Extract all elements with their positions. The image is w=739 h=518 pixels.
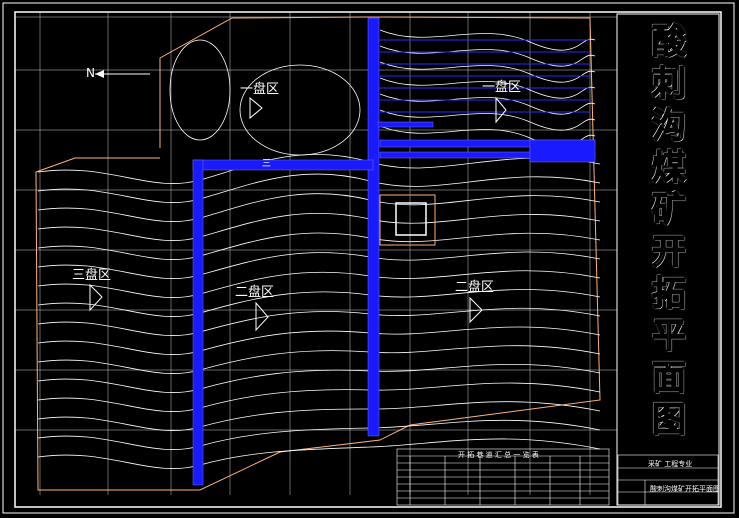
zone-label-top-right: 一盘区 — [482, 80, 522, 95]
contour-line — [379, 77, 596, 99]
title-char: 矿 — [651, 189, 687, 231]
north-label: N — [86, 66, 95, 80]
title-char: 沟 — [651, 105, 687, 147]
contour-line — [379, 93, 596, 115]
contour-line — [37, 345, 601, 374]
zone-arrow-4 — [255, 301, 269, 332]
contour-line — [379, 29, 596, 51]
zone-arrow-1 — [249, 96, 263, 120]
contour-line — [37, 289, 601, 317]
legend-title: 开 拓 巷 道 汇 总 一 览 表 — [458, 451, 539, 459]
west-roadway-horizontal — [192, 159, 374, 171]
zone-label-mid-left: 三盘区 — [72, 268, 112, 283]
contour-line — [37, 232, 601, 260]
contour-line — [37, 363, 601, 393]
contour-line — [379, 125, 596, 147]
mine-field-boundary — [35, 16, 601, 491]
zone-arrows — [89, 96, 507, 332]
shaft-station-box — [395, 202, 427, 236]
contour-line — [37, 251, 601, 279]
contour-line — [169, 39, 231, 141]
roadway-label: 三 — [262, 159, 272, 169]
zone-arrow-3 — [89, 283, 103, 312]
contour-line — [37, 307, 601, 336]
title-char: 刺 — [651, 63, 687, 105]
contour-line — [37, 193, 601, 222]
title-block-line1: 采矿 工程专业 — [648, 460, 693, 468]
contour-line — [379, 109, 596, 131]
coordinate-grid — [15, 12, 617, 495]
title-char: 图 — [651, 399, 687, 441]
industrial-site-outline — [379, 194, 436, 246]
title-char: 平 — [651, 315, 687, 357]
title-block — [617, 454, 719, 506]
contour-line — [37, 153, 601, 184]
title-char: 酸 — [651, 21, 687, 63]
contour-lines — [37, 29, 601, 469]
zone-arrow-5 — [469, 296, 483, 324]
panel-entries — [379, 39, 590, 113]
contour-line — [37, 326, 601, 355]
title-char: 拓 — [651, 273, 687, 315]
zone-label-mid-center: 二盘区 — [235, 285, 275, 300]
west-roadway-vertical — [192, 159, 204, 486]
contour-line — [37, 270, 601, 298]
title-char: 开 — [651, 231, 687, 273]
zone-label-top-left: 一盘区 — [240, 82, 280, 97]
contour-line — [239, 64, 361, 156]
title-block-line2: 酸刺沟煤矿开拓平面图 — [650, 485, 720, 493]
contour-line — [379, 45, 596, 67]
contour-line — [37, 401, 601, 431]
zone-label-mid-right: 二盘区 — [455, 280, 495, 295]
zone-arrow-2 — [495, 96, 507, 124]
north-arrow-head — [95, 70, 104, 78]
main-roadways — [192, 17, 596, 486]
contour-line — [37, 382, 601, 412]
contour-line — [379, 61, 596, 83]
title-char: 面 — [651, 357, 687, 399]
roadway-branch-top — [377, 121, 434, 128]
main-roadway-vertical — [367, 17, 380, 437]
contour-line — [37, 173, 601, 203]
title-char: 煤 — [651, 147, 687, 189]
contour-line — [37, 438, 601, 469]
east-roadway-end-block — [529, 139, 596, 163]
contour-line — [37, 419, 601, 450]
contour-line — [37, 212, 601, 241]
roadway-summary-table — [396, 448, 610, 506]
inner-frame — [14, 11, 722, 508]
